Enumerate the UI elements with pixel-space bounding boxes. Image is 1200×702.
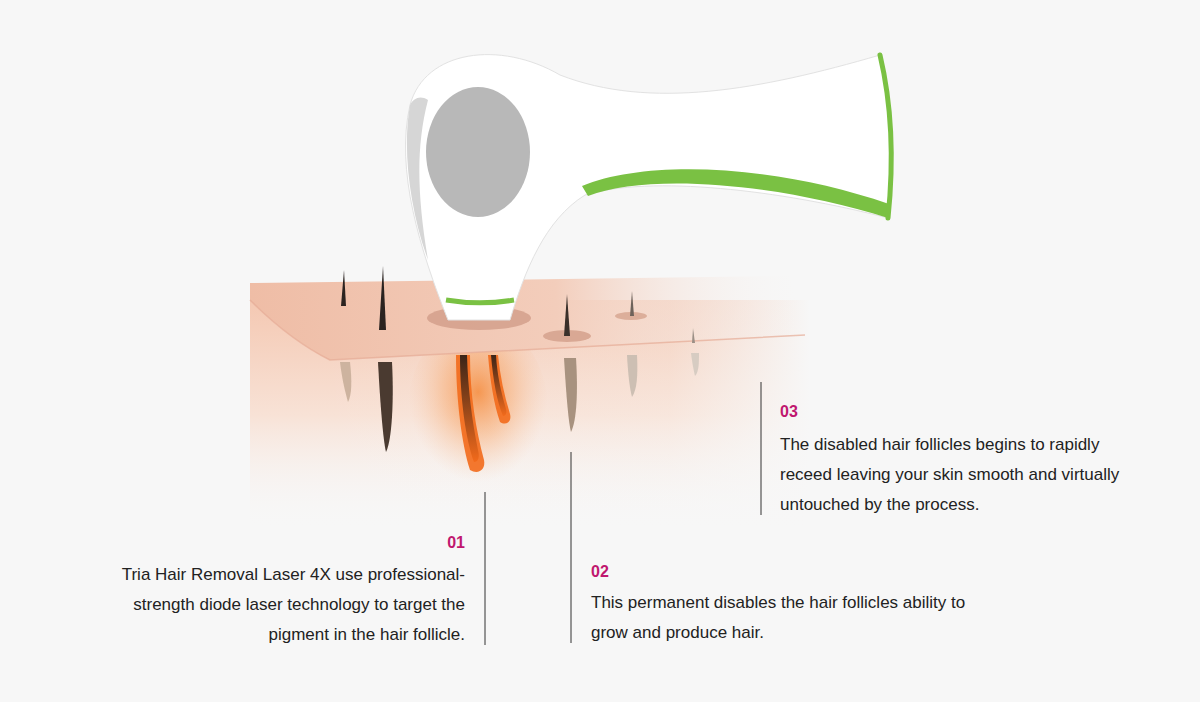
callout-text: Tria Hair Removal Laser 4X use professio…	[88, 560, 465, 650]
skin-edge	[250, 300, 805, 360]
hair-follicle	[691, 353, 699, 376]
skin-surface	[250, 276, 805, 360]
device-rim	[880, 55, 891, 218]
hair-follicle	[378, 362, 393, 452]
callout-text: The disabled hair follicles begins to ra…	[780, 430, 1130, 520]
hair	[630, 291, 634, 316]
leader-line	[761, 382, 762, 515]
callout-number: 02	[591, 562, 791, 582]
callout-number: 01	[265, 533, 465, 553]
device-stripe	[582, 169, 889, 218]
hair-follicle	[627, 355, 637, 397]
hair	[379, 266, 386, 330]
leader-line	[485, 492, 486, 645]
callout-number: 03	[780, 402, 980, 422]
hair	[692, 328, 695, 343]
hair	[564, 294, 570, 336]
hair-follicle	[340, 362, 351, 402]
device-shading	[407, 98, 428, 260]
device-tip-ring	[446, 300, 514, 303]
laser-device	[405, 55, 891, 320]
leader-line	[571, 452, 572, 643]
heated-follicle-glow	[456, 355, 484, 472]
heated-follicle-glow	[488, 355, 510, 424]
device-window	[426, 87, 530, 217]
callout-text: This permanent disables the hair follicl…	[591, 588, 1003, 648]
heated-follicle	[491, 355, 506, 416]
hair	[341, 270, 346, 306]
heated-follicle	[460, 355, 479, 462]
hair-follicle	[564, 358, 577, 432]
